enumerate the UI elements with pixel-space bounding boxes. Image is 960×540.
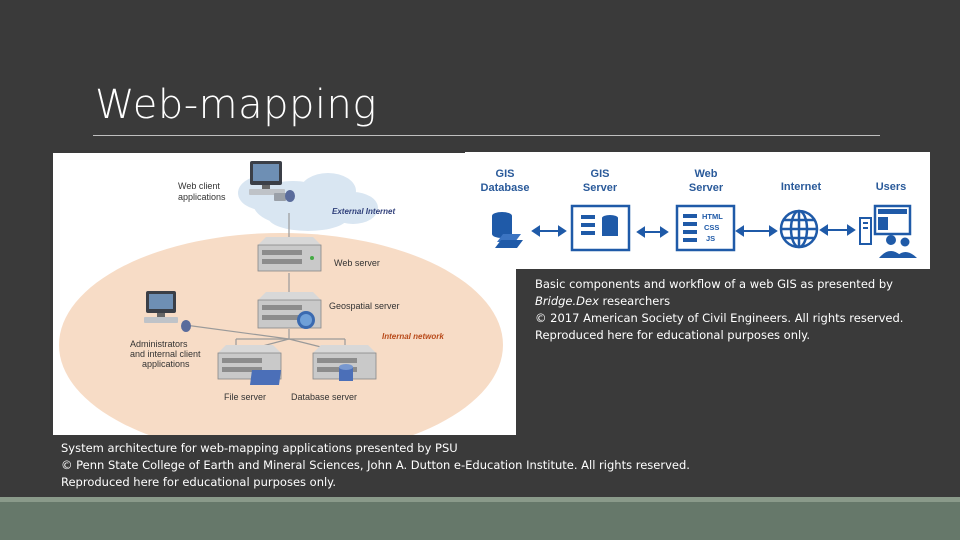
web-server-icon: HTML CSS JS	[677, 206, 734, 250]
database-server-label: Database server	[291, 392, 357, 402]
stage-web-server-line1: Web	[694, 168, 717, 180]
architecture-diagram-caption: System architecture for web-mapping appl…	[61, 440, 761, 491]
gis-server-icon	[572, 206, 629, 250]
web-gis-workflow-diagram: GIS Database GIS Server Web Server Inter…	[465, 152, 930, 269]
workflow-caption-line1: Basic components and workflow of a web G…	[535, 276, 925, 293]
web-server-tag-css: CSS	[704, 223, 719, 232]
bridgedex-name: Bridge.Dex	[535, 294, 599, 308]
admins-label-line1: Administrators	[130, 339, 188, 349]
workflow-caption-line2-rest: researchers	[599, 294, 670, 308]
internal-network-label: Internal network	[382, 332, 444, 341]
external-internet-label: External Internet	[332, 207, 395, 216]
web-server-tag-js: JS	[706, 234, 715, 243]
workflow-caption-line2: Bridge.Dex researchers	[535, 293, 925, 310]
database-stack-icon	[492, 212, 523, 248]
title-underline	[93, 135, 880, 136]
admins-label-line2: and internal client	[130, 349, 201, 359]
web-client-label-line2: applications	[178, 192, 226, 202]
architecture-caption-line1: System architecture for web-mapping appl…	[61, 440, 761, 457]
database-server-icon	[313, 345, 376, 381]
workflow-caption-line3: © 2017 American Society of Civil Enginee…	[535, 310, 925, 327]
users-icon	[860, 206, 917, 258]
architecture-caption-line3: Reproduced here for educational purposes…	[61, 474, 761, 491]
stage-internet-label: Internet	[781, 181, 822, 193]
stage-gis-database-line2: Database	[481, 182, 530, 194]
stage-users-label: Users	[876, 181, 907, 193]
system-architecture-diagram: Web client applications External Interne…	[53, 153, 516, 435]
geospatial-server-label: Geospatial server	[329, 301, 400, 311]
web-server-label: Web server	[334, 258, 380, 268]
file-server-label: File server	[224, 392, 266, 402]
stage-gis-server-line1: GIS	[591, 168, 610, 180]
web-server-icon	[258, 237, 321, 271]
workflow-diagram-caption: Basic components and workflow of a web G…	[535, 276, 925, 344]
stage-gis-database-line1: GIS	[496, 168, 515, 180]
stage-web-server-line2: Server	[689, 182, 724, 194]
slide-title: Web-mapping	[95, 82, 377, 128]
architecture-caption-line2: © Penn State College of Earth and Minera…	[61, 457, 761, 474]
globe-icon	[781, 211, 817, 247]
admins-label-line3: applications	[142, 359, 190, 369]
stage-gis-server-line2: Server	[583, 182, 618, 194]
web-client-label-line1: Web client	[178, 181, 220, 191]
geospatial-server-icon	[258, 292, 321, 329]
workflow-caption-line4: Reproduced here for educational purposes…	[535, 327, 925, 344]
footer-band	[0, 502, 960, 540]
file-server-icon	[218, 345, 281, 385]
web-server-tag-html: HTML	[702, 212, 723, 221]
